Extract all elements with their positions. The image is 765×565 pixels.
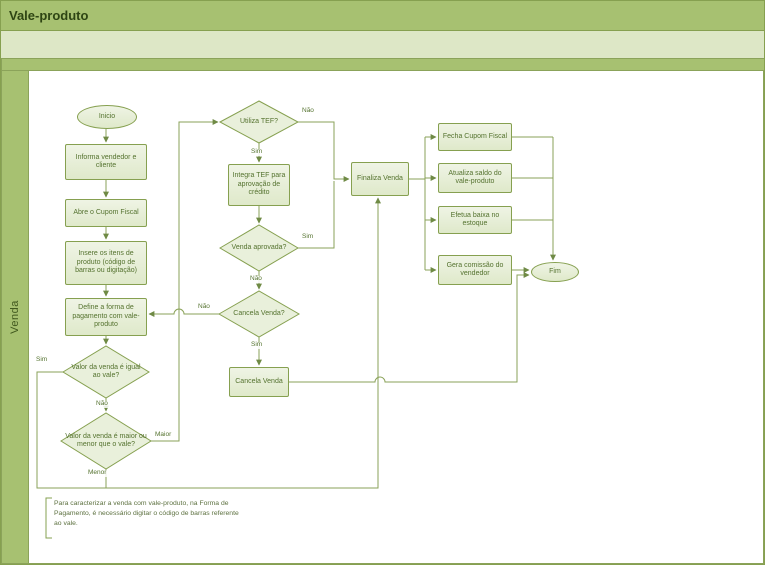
edge-label-maior: Maior: [154, 431, 173, 439]
flow-connector: [36, 197, 381, 489]
flow-connector: [289, 272, 530, 383]
flow-connector: [151, 119, 219, 442]
task-cancela-venda[interactable]: Cancela Venda: [229, 367, 289, 397]
gateway-label-valor-maior-menor: Valor da venda é maior ou menor que o va…: [65, 432, 147, 448]
gateway-valor-maior-menor[interactable]: [60, 412, 152, 470]
edge-label-nao: Não: [197, 303, 211, 311]
edge-label-sim: Sim: [35, 356, 49, 364]
start-event[interactable]: Inicio: [77, 105, 137, 129]
task-abre-cupom[interactable]: Abre o Cupom Fiscal: [65, 199, 147, 227]
edge-label-menor: Menor: [87, 469, 108, 477]
task-insere-itens[interactable]: Insere os itens de produto (código de ba…: [65, 241, 147, 285]
gateway-label-utiliza-tef: Utiliza TEF?: [240, 117, 278, 125]
gateway-label-venda-aprovada: Venda aprovada?: [231, 243, 287, 251]
edge-label-sim: Sim: [250, 148, 264, 156]
text-annotation: Para caracterizar a venda com vale-produ…: [54, 500, 239, 528]
edge-label-sim: Sim: [301, 233, 315, 241]
flow-canvas: [28, 70, 764, 564]
flow-connector: [298, 121, 350, 182]
edge-label-nao: Não: [95, 400, 109, 408]
gateway-label-valor-igual: Valor da venda é igual ao vale?: [71, 363, 141, 379]
flow-connector: [148, 308, 219, 317]
end-event[interactable]: Fim: [531, 262, 579, 282]
task-integra-tef[interactable]: Integra TEF para aprovação de crédito: [228, 164, 290, 206]
pool-title-bar: Vale-produto: [1, 1, 764, 31]
gateway-valor-igual[interactable]: [62, 345, 150, 399]
flow-connector: [298, 181, 335, 249]
task-fecha-cupom[interactable]: Fecha Cupom Fiscal: [438, 123, 512, 151]
pool-title: Vale-produto: [9, 8, 89, 23]
gateway-label-cancela-venda: Cancela Venda?: [233, 309, 285, 317]
task-finaliza-venda[interactable]: Finaliza Venda: [351, 162, 409, 196]
task-atualiza-saldo[interactable]: Atualiza saldo do vale-produto: [438, 163, 512, 193]
task-informa-vendedor[interactable]: Informa vendedor e cliente: [65, 144, 147, 180]
edge-label-nao: Não: [301, 107, 315, 115]
annotation-bracket: [45, 497, 52, 539]
gateway-utiliza-tef[interactable]: [218, 100, 300, 144]
edge-label-nao: Não: [249, 275, 263, 283]
task-gera-comissao[interactable]: Gera comissão do vendedor: [438, 255, 512, 285]
task-define-pagamento[interactable]: Define a forma de pagamento com vale-pro…: [65, 298, 147, 336]
gateway-venda-aprovada[interactable]: [219, 224, 299, 272]
gateway-cancela-venda[interactable]: [217, 290, 301, 338]
task-efetua-baixa[interactable]: Efetua baixa no estoque: [438, 206, 512, 234]
edge-label-sim: Sim: [250, 341, 264, 349]
